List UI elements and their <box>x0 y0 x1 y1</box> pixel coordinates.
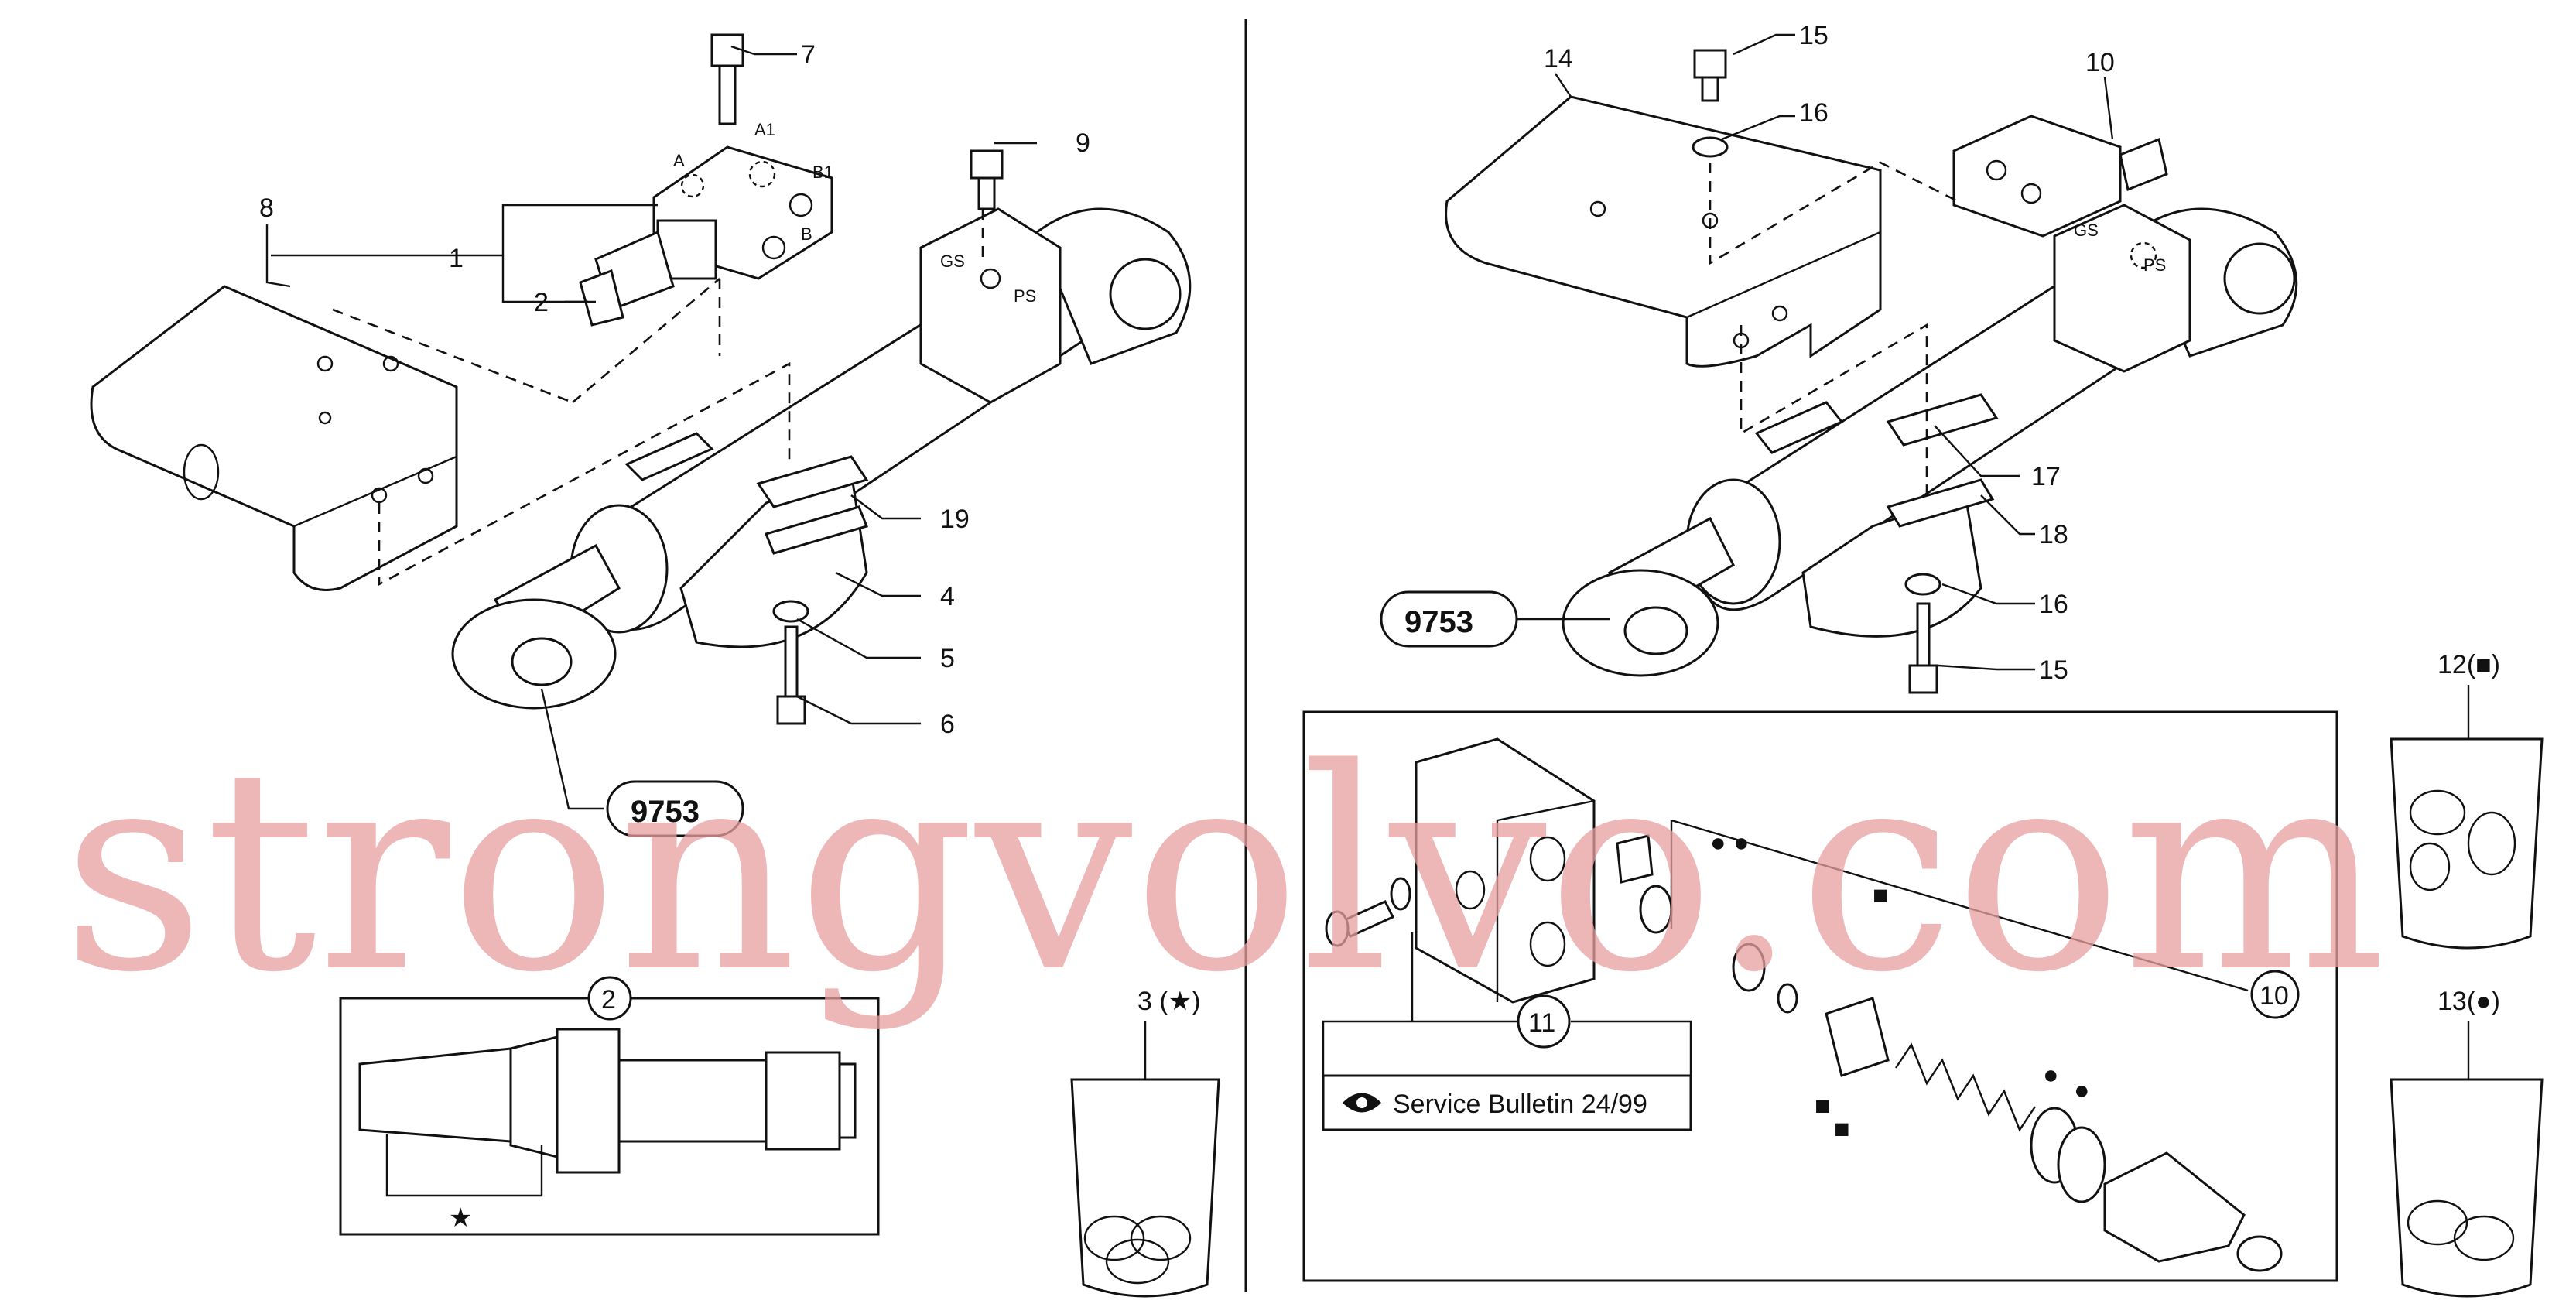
callout-16-bottom: 16 <box>2039 590 2068 619</box>
service-bulletin-box <box>1322 1074 1692 1131</box>
callout-4: 4 <box>940 582 955 611</box>
right-dash-lines <box>1709 161 1959 265</box>
kit-3-bag: 3 (★) <box>1070 987 1220 1298</box>
callout-14: 14 <box>1544 44 1573 74</box>
reference-9753-left-box <box>606 780 744 837</box>
reference-9753-right: 9753 <box>1404 605 1473 639</box>
star-marker-detail-2: ★ <box>449 1203 472 1233</box>
left-valve-block: A A1 B1 B <box>579 33 1004 327</box>
detail-10-label: 10 <box>2260 981 2289 1011</box>
detail-2-label: 2 <box>601 985 616 1015</box>
watermark: strongvolvo.com <box>62 709 2386 1033</box>
callout-9: 9 <box>1076 128 1090 158</box>
callout-12: 12(■) <box>2437 650 2500 679</box>
dot-marker: ● <box>2043 1060 2059 1090</box>
port-label-b: B <box>801 224 812 244</box>
reference-9753-left: 9753 <box>631 795 700 829</box>
detail-11-label: 11 <box>1528 1008 1555 1038</box>
port-label-ps-left: PS <box>1014 286 1036 306</box>
port-label-gs-right: GS <box>2074 221 2099 240</box>
callout-7: 7 <box>801 40 816 70</box>
service-bulletin-text: Service Bulletin 24/99 <box>1393 1090 1647 1119</box>
dot-marker: ● <box>1733 828 1750 857</box>
detail-2-box: 2 ★ <box>339 976 880 1236</box>
callout-2: 2 <box>534 288 549 317</box>
callout-3: 3 (★) <box>1137 987 1200 1016</box>
port-label-b1: B1 <box>812 163 833 182</box>
kit-12-bag: 12(■) <box>2390 650 2544 950</box>
callout-17: 17 <box>2031 462 2061 491</box>
dot-marker: ● <box>1710 828 1726 857</box>
callout-19: 19 <box>940 505 970 534</box>
callout-15-top: 15 <box>1799 21 1829 50</box>
callout-16-top: 16 <box>1799 98 1829 128</box>
callout-13: 13(●) <box>2437 987 2500 1016</box>
eye-icon <box>1343 1093 1381 1113</box>
square-marker: ■ <box>1834 1114 1850 1144</box>
reference-9753-right-box <box>1380 590 1518 648</box>
kit-13-bag: 13(●) <box>2390 987 2544 1298</box>
callout-18: 18 <box>2039 520 2068 549</box>
right-cylinder-assembly: GS PS <box>1562 204 2298 694</box>
square-marker: ■ <box>1815 1091 1831 1121</box>
callout-15-bottom: 15 <box>2039 655 2068 685</box>
callout-5: 5 <box>940 644 955 673</box>
port-label-a1: A1 <box>754 120 775 139</box>
dot-marker: ● <box>2074 1076 2090 1105</box>
right-leaders <box>1517 33 2114 671</box>
callout-8: 8 <box>259 193 274 223</box>
callout-1: 1 <box>449 244 464 273</box>
left-cover-8 <box>90 285 458 591</box>
port-label-gs-left: GS <box>940 252 965 271</box>
square-marker: ■ <box>1873 881 1889 910</box>
callout-10: 10 <box>2085 48 2115 77</box>
right-valve-block-10 <box>1952 115 2168 238</box>
left-cylinder-assembly: GS PS <box>451 207 1192 725</box>
left-dash-lines <box>332 278 721 404</box>
left-leaders <box>265 45 1037 810</box>
detail-10-box: 11 10 ● ● ■ ■ ■ ● ● Service Bulletin 24/… <box>1302 710 2338 1282</box>
right-cover-14 <box>1445 49 1882 368</box>
callout-6: 6 <box>940 710 955 739</box>
port-label-a: A <box>673 151 685 170</box>
